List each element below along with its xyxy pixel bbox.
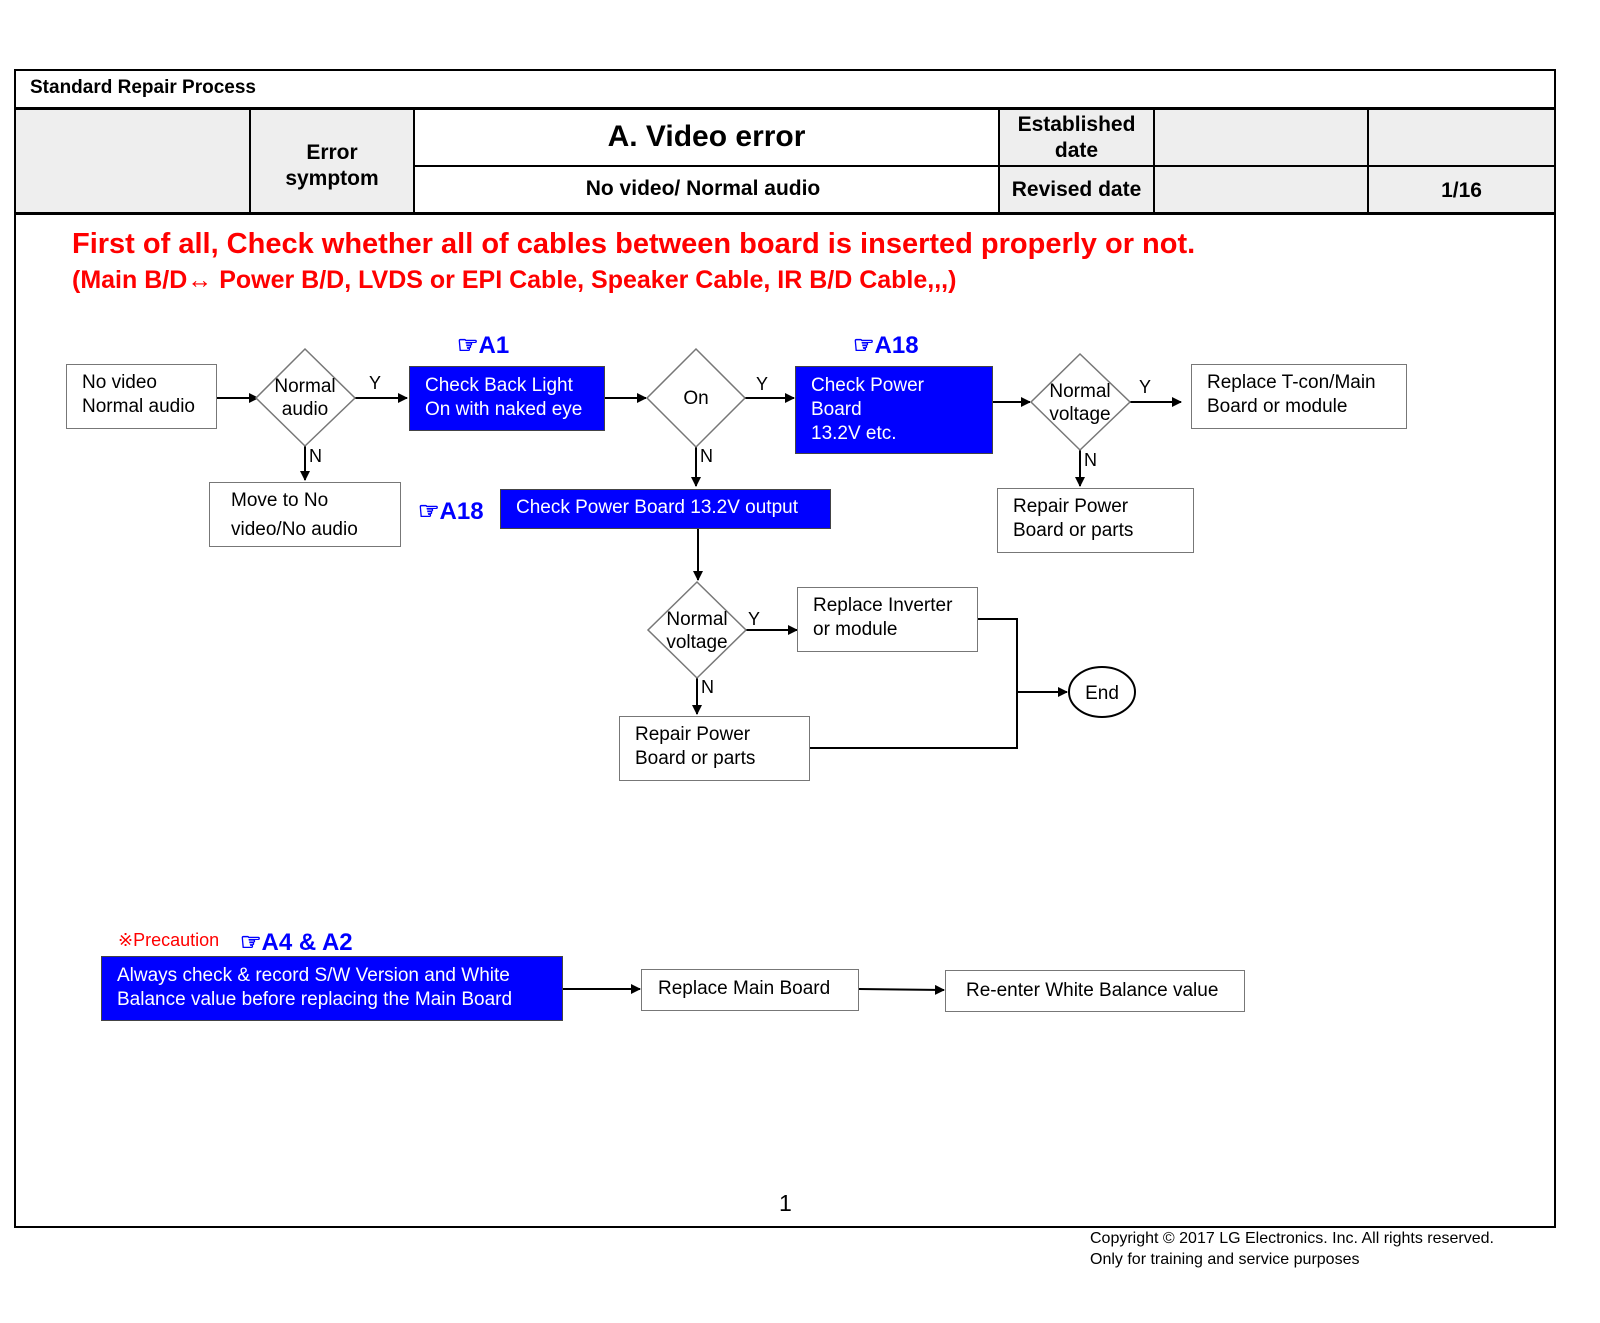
yes-label: Y <box>369 373 382 393</box>
warning-line-2: (Main B/D↔ Power B/D, LVDS or EPI Cable,… <box>72 266 957 294</box>
reenter-white-balance-box: Re-enter White Balance value <box>945 970 1245 1012</box>
no-label: N <box>700 446 713 466</box>
usage-note: Only for training and service purposes <box>1090 1251 1360 1268</box>
process-title: Standard Repair Process <box>30 77 256 98</box>
precaution-label: ※Precaution <box>118 930 220 950</box>
ref-a4-a2: ☞A4 & A2 <box>240 929 353 956</box>
ref-a1: ☞A1 <box>457 332 510 359</box>
precaution-note-box: Always check & record S/W Version and Wh… <box>101 956 563 1021</box>
page-title: A. Video error <box>607 120 806 153</box>
decision-normal-audio <box>254 347 357 448</box>
footer: Copyright © 2017 LG Electronics. Inc. Al… <box>1090 1228 1494 1270</box>
end-label: End <box>1085 683 1119 704</box>
decision-normal-voltage-top <box>1029 352 1132 452</box>
end-terminal <box>1068 666 1136 718</box>
yes-label: Y <box>748 609 761 629</box>
check-power-output-box: Check Power Board 13.2V output <box>500 489 831 529</box>
page-subtitle: No video/ Normal audio <box>585 176 821 200</box>
decision-on <box>645 347 747 449</box>
revised-date-label: Revised date <box>1011 177 1142 201</box>
decision-on-label: On <box>683 388 709 409</box>
page-number: 1 <box>779 1190 792 1216</box>
no-label: N <box>309 446 322 466</box>
yes-label: Y <box>756 374 769 394</box>
page-ref: 1/16 <box>1441 179 1482 202</box>
ref-a18-mid: ☞A18 <box>418 498 484 525</box>
no-label: N <box>1084 450 1097 470</box>
copyright-text: Copyright © 2017 LG Electronics. Inc. Al… <box>1090 1230 1494 1247</box>
ref-a18-top: ☞A18 <box>853 332 919 359</box>
warning-line-1: First of all, Check whether all of cable… <box>72 228 1196 260</box>
replace-main-board-box: Replace Main Board <box>641 969 859 1011</box>
yes-label: Y <box>1139 377 1152 397</box>
page-frame <box>14 69 1556 1228</box>
no-label: N <box>701 677 714 697</box>
decision-normal-voltage-mid <box>646 580 748 680</box>
